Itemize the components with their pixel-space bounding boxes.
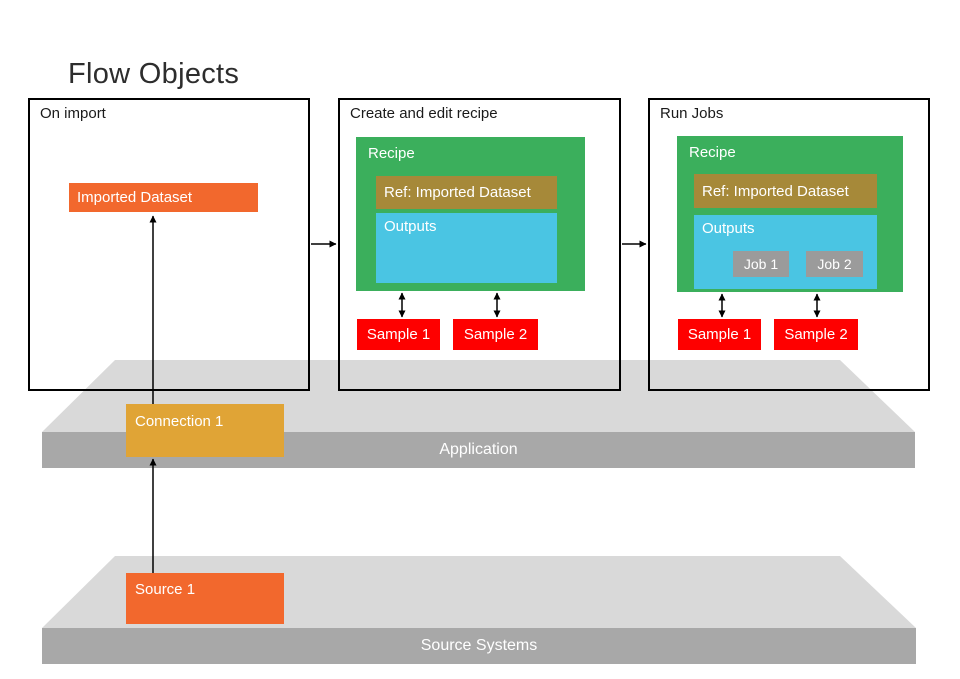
source-platform-label: Source Systems (420, 637, 538, 654)
panel-on-import: On import (28, 98, 310, 391)
outputs-box-edit: Outputs (376, 213, 557, 283)
source-label: Source 1 (135, 581, 196, 598)
connection-box: Connection 1 (126, 404, 284, 457)
recipe-label-run: Recipe (689, 144, 736, 161)
job-label-2: Job 2 (817, 256, 852, 272)
job-box-2: Job 2 (806, 251, 863, 277)
outputs-label-edit: Outputs (384, 218, 437, 235)
connection-label: Connection 1 (135, 413, 224, 430)
job-box-1: Job 1 (733, 251, 789, 277)
ref-imported-dataset-box-edit: Ref: Imported Dataset (376, 176, 557, 209)
panel-run-jobs: Run Jobs (648, 98, 930, 391)
sample-box-edit-2: Sample 2 (453, 319, 538, 350)
sample-label-edit-1: Sample 1 (366, 326, 431, 343)
outputs-label-run: Outputs (702, 220, 755, 237)
sample-box-run-1: Sample 1 (678, 319, 761, 350)
recipe-label-edit: Recipe (368, 145, 415, 162)
job-label-1: Job 1 (743, 256, 779, 272)
panel-run-jobs-title: Run Jobs (660, 105, 724, 122)
panel-on-import-title: On import (40, 105, 106, 122)
source-box: Source 1 (126, 573, 284, 624)
imported-dataset-label: Imported Dataset (77, 189, 193, 206)
application-platform-label: Application (439, 441, 518, 458)
sample-label-run-1: Sample 1 (687, 326, 752, 343)
panel-create-edit-recipe-title: Create and edit recipe (350, 105, 498, 122)
sample-box-run-2: Sample 2 (774, 319, 858, 350)
sample-label-edit-2: Sample 2 (463, 326, 528, 343)
ref-imported-dataset-label-run: Ref: Imported Dataset (702, 182, 849, 200)
diagram-title: Flow Objects (68, 58, 240, 90)
sample-label-run-2: Sample 2 (784, 326, 848, 343)
ref-imported-dataset-box-run: Ref: Imported Dataset (694, 174, 877, 208)
panel-create-edit-recipe: Create and edit recipe (338, 98, 621, 391)
sample-box-edit-1: Sample 1 (357, 319, 440, 350)
imported-dataset-box: Imported Dataset (69, 183, 258, 212)
ref-imported-dataset-label-edit: Ref: Imported Dataset (384, 184, 531, 201)
source-platform-front (42, 628, 916, 664)
